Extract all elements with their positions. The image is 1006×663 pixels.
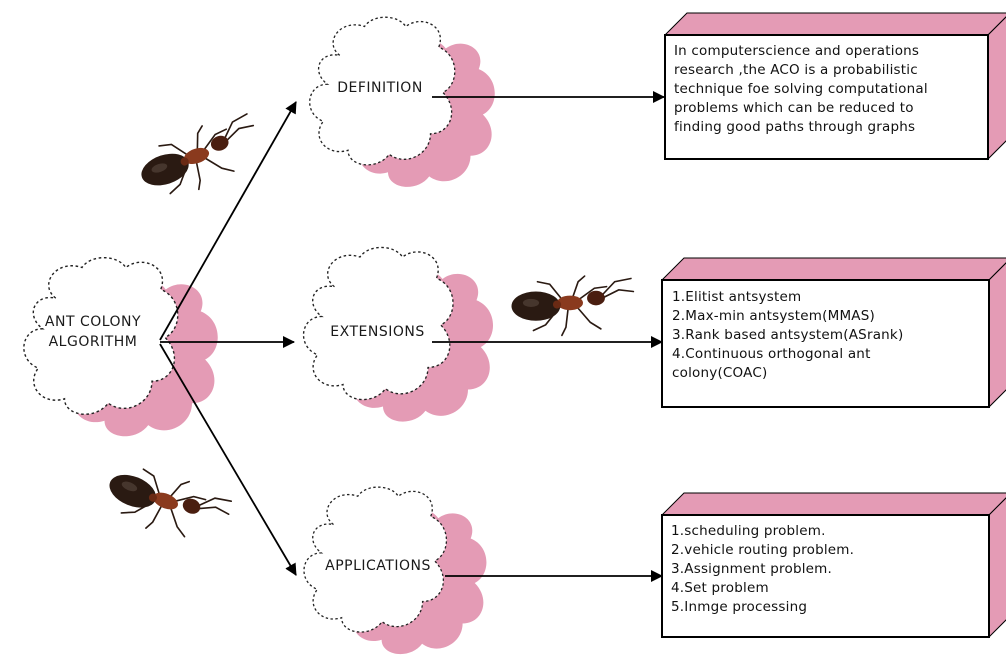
applications-line: 5.Inmge processing <box>671 599 808 615</box>
extensions-box-text: 1.Elitist antsystem 2.Max-min antsystem(… <box>672 288 903 383</box>
arrow-to-definition <box>159 101 297 341</box>
definition-box-text: In computerscience and operations resear… <box>674 42 928 137</box>
applications-line: 3.Assignment problem. <box>671 561 833 577</box>
center-label: ANT COLONY ALGORITHM <box>18 312 168 352</box>
applications-box-front <box>661 514 990 638</box>
center-label-line-2: ALGORITHM <box>48 334 138 350</box>
applications-box-text: 1.scheduling problem. 2.vehicle routing … <box>671 522 854 617</box>
definition-line: In computerscience and operations <box>674 43 920 59</box>
applications-box-top <box>660 492 1006 516</box>
applications-line: 2.vehicle routing problem. <box>671 542 855 558</box>
center-label-line-1: ANT COLONY <box>44 314 142 330</box>
extensions-box-front <box>661 279 990 408</box>
definition-box-top <box>663 12 1006 36</box>
definition-line: technique foe solving computational <box>674 81 928 97</box>
definition-line: problems which can be reduced to <box>674 100 914 116</box>
ant-image-top <box>131 110 268 206</box>
ant-image-middle <box>510 275 635 337</box>
definition-box-front <box>664 34 989 160</box>
extensions-line: 1.Elitist antsystem <box>672 289 802 305</box>
extensions-label: EXTENSIONS <box>330 324 425 340</box>
applications-label: APPLICATIONS <box>325 558 431 574</box>
extensions-line: 2.Max-min antsystem(MMAS) <box>672 308 875 324</box>
applications-line: 4.Set problem <box>671 580 769 596</box>
applications-box-side <box>988 497 1006 639</box>
definition-line: finding good paths through graphs <box>674 119 916 135</box>
arrow-to-applications <box>159 343 297 576</box>
extensions-line: colony(COAC) <box>672 365 768 381</box>
extensions-box-top <box>660 257 1006 281</box>
extensions-line: 4.Continuous orthogonal ant <box>672 346 871 362</box>
definition-label: DEFINITION <box>337 80 423 96</box>
definition-line: research ,the ACO is a probabilistic <box>674 62 918 78</box>
ant-image-bottom <box>98 453 236 556</box>
extensions-box-side <box>988 262 1006 409</box>
definition-box-side <box>987 16 1006 161</box>
extensions-line: 3.Rank based antsystem(ASrank) <box>672 327 904 343</box>
applications-line: 1.scheduling problem. <box>671 523 826 539</box>
